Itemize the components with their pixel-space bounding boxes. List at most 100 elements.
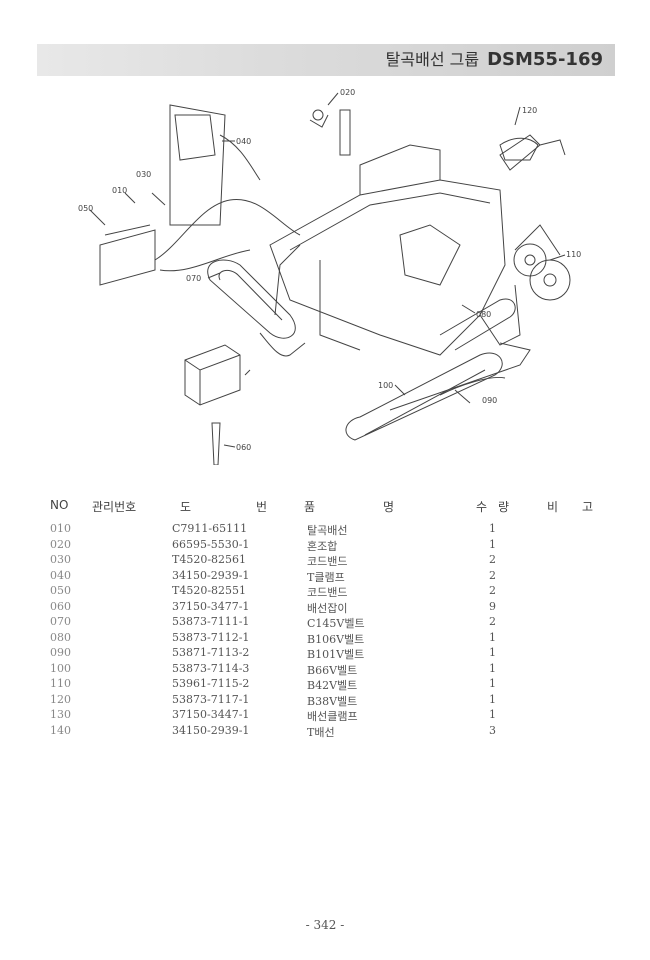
row-name: T클램프 <box>307 570 345 584</box>
row-part-no: 34150-2939-1 <box>172 568 250 582</box>
row-name: 배선클램프 <box>307 710 358 723</box>
table-row: 140 34150-2939-1 T배선 3 <box>0 724 650 740</box>
callout-050: 060 <box>236 443 251 452</box>
row-name: 코드밴드 <box>307 586 348 599</box>
row-part-no: 34150-2939-1 <box>172 723 250 737</box>
row-part-no: T4520-82551 <box>172 584 247 597</box>
row-part-no: 53961-7115-2 <box>172 677 250 690</box>
row-name: B106V벨트 <box>307 632 365 646</box>
row-name: B66V벨트 <box>307 663 358 677</box>
table-row: 120 53873-7117-1 B38V벨트 1 <box>0 693 650 709</box>
table-header: NO 관리번호 도 번 품 명 수 량 비 고 <box>0 498 650 518</box>
row-part-no: 53873-7112-1 <box>172 630 250 644</box>
row-no: 070 <box>50 615 71 628</box>
row-name: 탈곡배선 <box>307 524 348 537</box>
row-part-no: 37150-3447-1 <box>172 708 250 721</box>
row-qty: 1 <box>489 661 496 675</box>
table-row: 060 37150-3477-1 배선잡이 9 <box>0 600 650 616</box>
header-note-2: 고 <box>582 500 594 514</box>
row-qty: 1 <box>489 630 496 644</box>
table-row: 040 34150-2939-1 T클램프 2 <box>0 569 650 585</box>
table-row: 020 66595-5530-1 혼조합 1 <box>0 538 650 554</box>
table-row: 100 53873-7114-3 B66V벨트 1 <box>0 662 650 678</box>
table-row: 050 T4520-82551 코드밴드 2 <box>0 584 650 600</box>
row-no: 040 <box>50 568 71 582</box>
row-no: 080 <box>50 630 71 644</box>
header-note-1: 비 <box>547 500 559 514</box>
header-part-2: 명 <box>383 500 395 514</box>
header-mgmt: 관리번호 <box>92 500 137 514</box>
row-part-no: 53873-7114-3 <box>172 661 250 675</box>
page-title: 탈곡배선 그룹 DSM55-169 <box>386 46 603 70</box>
row-no: 130 <box>50 708 71 721</box>
page-number: - 342 - <box>305 918 345 932</box>
row-part-no: 66595-5530-1 <box>172 537 250 551</box>
group-title: 탈곡배선 그룹 <box>385 50 480 69</box>
row-name: 코드밴드 <box>307 555 348 568</box>
row-qty: 1 <box>489 677 496 690</box>
row-part-no: T4520-82561 <box>172 553 247 566</box>
row-no: 110 <box>50 677 71 690</box>
row-name: T배선 <box>307 725 335 739</box>
callout-090: 090 <box>482 396 497 405</box>
row-no: 050 <box>50 584 71 597</box>
row-qty: 2 <box>489 553 496 566</box>
row-no: 100 <box>50 661 71 675</box>
row-no: 020 <box>50 537 71 551</box>
row-no: 140 <box>50 723 71 737</box>
callout-110: 110 <box>566 250 581 259</box>
row-qty: 1 <box>489 692 496 706</box>
row-qty: 1 <box>489 646 496 659</box>
callout-070: 070 <box>186 274 201 283</box>
row-part-no: 53871-7113-2 <box>172 646 250 659</box>
row-name: 배선잡이 <box>307 601 348 615</box>
table-row: 110 53961-7115-2 B42V벨트 1 <box>0 677 650 693</box>
row-part-no: 53873-7111-1 <box>172 615 250 628</box>
row-no: 090 <box>50 646 71 659</box>
row-name: B38V벨트 <box>307 694 358 708</box>
callout-080: 080 <box>476 310 491 319</box>
callout-010: 010 <box>112 186 127 195</box>
row-part-no: C7911-65111 <box>172 522 248 535</box>
row-qty: 3 <box>489 723 496 737</box>
row-part-no: 37150-3477-1 <box>172 599 250 613</box>
row-qty: 9 <box>489 599 496 613</box>
row-name: B101V벨트 <box>307 648 365 661</box>
row-name: C145V벨트 <box>307 617 365 630</box>
row-name: B42V벨트 <box>307 679 358 692</box>
header-drawing-1: 도 <box>180 500 192 514</box>
row-qty: 1 <box>489 522 496 535</box>
row-qty: 1 <box>489 537 496 551</box>
row-no: 060 <box>50 599 71 613</box>
table-row: 070 53873-7111-1 C145V벨트 2 <box>0 615 650 631</box>
row-qty: 2 <box>489 568 496 582</box>
row-no: 120 <box>50 692 71 706</box>
row-qty: 2 <box>489 615 496 628</box>
header-part-1: 품 <box>304 500 316 514</box>
header-qty-1: 수 <box>476 500 488 514</box>
parts-diagram: 020 040 030 010 050 070 080 100 090 060 … <box>78 88 581 465</box>
row-name: 혼조합 <box>307 539 338 553</box>
model-code: DSM55-169 <box>487 49 603 70</box>
table-row: 010 C7911-65111 탈곡배선 1 <box>0 522 650 538</box>
row-part-no: 53873-7117-1 <box>172 692 250 706</box>
header-qty-2: 량 <box>498 500 510 514</box>
table-row: 090 53871-7113-2 B101V벨트 1 <box>0 646 650 662</box>
header-no: NO <box>50 498 69 512</box>
callout-120: 120 <box>522 106 537 115</box>
header-bar: 탈곡배선 그룹 DSM55-169 <box>37 44 615 76</box>
row-qty: 1 <box>489 708 496 721</box>
header-drawing-2: 번 <box>256 500 268 514</box>
callout-030: 030 <box>136 170 151 179</box>
callout-040: 040 <box>236 137 251 146</box>
row-qty: 2 <box>489 584 496 597</box>
row-no: 010 <box>50 522 71 535</box>
callout-100: 100 <box>378 381 393 390</box>
row-no: 030 <box>50 553 71 566</box>
callout-020: 020 <box>340 88 355 97</box>
diagram-callouts: 020 040 030 010 050 070 080 100 090 060 … <box>78 88 581 452</box>
table-row: 080 53873-7112-1 B106V벨트 1 <box>0 631 650 647</box>
callout-060: 050 <box>78 204 93 213</box>
table-row: 030 T4520-82561 코드밴드 2 <box>0 553 650 569</box>
